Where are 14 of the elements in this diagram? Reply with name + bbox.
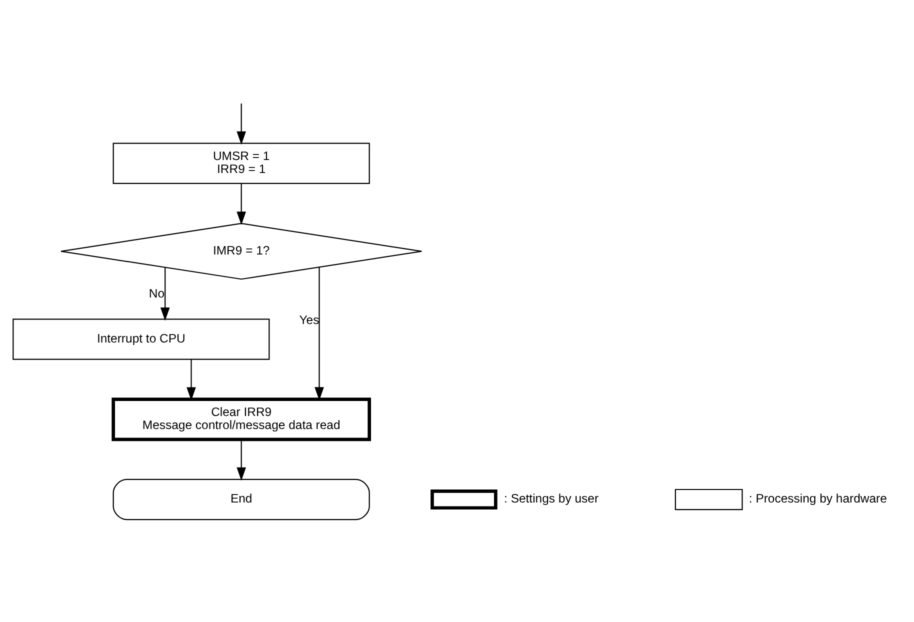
node-diamond: IMR9 = 1? bbox=[60, 222, 422, 280]
edge-label: No bbox=[148, 286, 165, 301]
arrow bbox=[236, 440, 246, 481]
node-box: Clear IRR9 Message control/message data read bbox=[112, 398, 372, 442]
legend-label: : Processing by hardware bbox=[748, 492, 887, 506]
node-box: UMSR = 1 IRR9 = 1 bbox=[112, 142, 370, 184]
arrow bbox=[236, 184, 246, 226]
node-box: End bbox=[112, 478, 370, 520]
arrow bbox=[236, 104, 246, 145]
legend-label: : Settings by user bbox=[504, 492, 599, 506]
arrow bbox=[186, 359, 196, 401]
node-box: Interrupt to CPU bbox=[12, 318, 270, 360]
arrow bbox=[160, 267, 170, 321]
arrow bbox=[314, 267, 324, 400]
